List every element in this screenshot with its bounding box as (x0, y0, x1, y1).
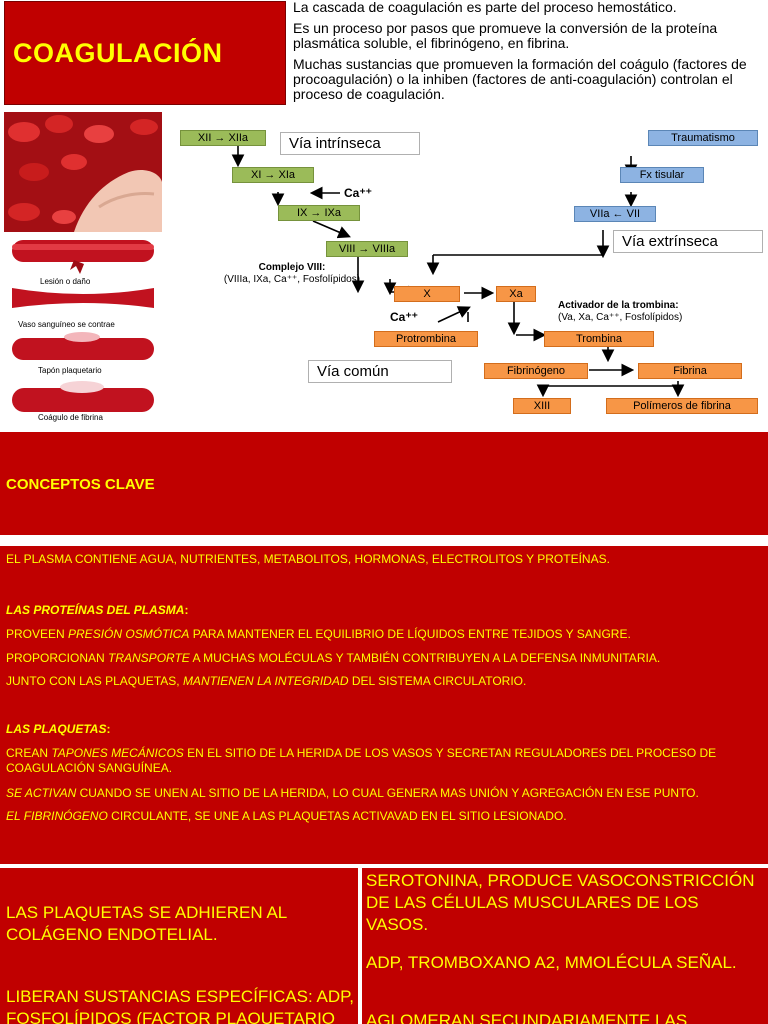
factor-vii-box: VIIa ← VII (574, 206, 656, 222)
plasma-intro-line: EL PLASMA CONTIENE AGUA, NUTRIENTES, MET… (6, 552, 610, 566)
fibrinogeno-box: Fibrinógeno (484, 363, 588, 379)
p3-a: JUNTO CON LAS PLAQUETAS, (6, 674, 183, 688)
serotonina-text: SEROTONINA, PRODUCE VASOCONSTRICCIÓN DE … (366, 871, 755, 934)
proteinas-point-2: PROPORCIONAN TRANSPORTE A MUCHAS MOLÉCUL… (6, 651, 762, 666)
activador-trombina-title: Activador de la trombina: (558, 300, 679, 311)
vessel-label: Tapón plaquetario (38, 366, 102, 375)
factor-ix-box: IX → IXa (278, 205, 360, 221)
p1-a: PROVEEN (6, 627, 69, 641)
aglomeran-text: AGLOMERAN SECUNDARIAMENTE LAS (366, 1011, 688, 1024)
factor-xii-box: XII → XIIa (180, 130, 266, 146)
plaquetas-title: LAS PLAQUETAS (6, 722, 107, 736)
plaquetas-point-3: EL FIBRINÓGENO CIRCULANTE, SE UNE A LAS … (6, 809, 762, 824)
vessel-lesion (12, 240, 154, 274)
title-box: COAGULACIÓN (4, 1, 286, 105)
factor-xiii-box: XIII (513, 398, 571, 414)
vessel-label: Lesión o daño (40, 277, 91, 286)
complejo-viii-title: Complejo VIII: (258, 262, 326, 273)
vessel-clot (12, 381, 154, 412)
intro-text: La cascada de coagulación es parte del p… (293, 0, 768, 108)
factor-xa-box: Xa (496, 286, 536, 302)
trauma-box: Traumatismo (648, 130, 758, 146)
intro-line: La cascada de coagulación es parte del p… (293, 0, 677, 15)
p2-b: TRANSPORTE (108, 651, 190, 665)
p2-c: A MUCHAS MOLÉCULAS Y TAMBIÉN CONTRIBUYEN… (189, 651, 661, 665)
extrinsic-pathway-label: Vía extrínseca (613, 230, 763, 253)
fibrina-box: Fibrina (638, 363, 742, 379)
page-title: COAGULACIÓN (13, 37, 223, 68)
complejo-viii-label: Complejo VIII: (VIIIa, IXa, Ca⁺⁺, Fosfol… (222, 262, 362, 286)
blood-cells-illustration (4, 112, 162, 232)
activador-trombina-body: (Va, Xa, Ca⁺⁺, Fosfolípidos) (558, 312, 683, 323)
factor-xi-box: XI → XIa (232, 167, 314, 183)
vessel-illustrations: Lesión o daño Vaso sanguíneo se contrae … (4, 236, 164, 426)
vessel-label: Coágulo de fibrina (38, 413, 103, 422)
factor-x-box: X (394, 286, 460, 302)
proteinas-heading: LAS PROTEÍNAS DEL PLASMA: (6, 603, 189, 617)
q2-b: CUANDO SE UNEN AL SITIO DE LA HERIDA, LO… (76, 786, 699, 800)
p3-b: MANTIENEN LA INTEGRIDAD (182, 674, 349, 688)
common-pathway-label: Vía común (308, 360, 452, 383)
blood-cells-photo (4, 112, 162, 232)
q1-b: TAPONES MECÁNICOS (51, 746, 184, 760)
bottom-left-panel: LAS PLAQUETAS SE ADHIEREN AL COLÁGENO EN… (0, 868, 358, 1024)
q2-a: SE ACTIVAN (6, 786, 77, 800)
q3-b: CIRCULANTE, SE UNE A LAS PLAQUETAS ACTIV… (107, 809, 567, 823)
plaquetas-heading: LAS PLAQUETAS: (6, 722, 111, 736)
p3-c: DEL SISTEMA CIRCULATORIO. (348, 674, 527, 688)
calcium-label: Ca⁺⁺ (344, 186, 373, 200)
activador-trombina-label: Activador de la trombina: (Va, Xa, Ca⁺⁺,… (558, 300, 768, 324)
plaquetas-point-1: CREAN TAPONES MECÁNICOS EN EL SITIO DE L… (6, 746, 746, 776)
vessel-contracts (12, 288, 154, 308)
conceptos-clave-title: CONCEPTOS CLAVE (6, 476, 155, 493)
trombina-box: Trombina (544, 331, 654, 347)
intro-line: Es un proceso por pasos que promueve la … (293, 20, 718, 51)
complejo-viii-body: (VIIIa, IXa, Ca⁺⁺, Fosfolípidos) (223, 274, 361, 285)
coagulation-cascade-diagram: XII → XIIa Vía intrínseca XI → XIa Ca⁺⁺ … (168, 112, 768, 430)
protrombina-box: Protrombina (374, 331, 478, 347)
adhesion-text: LAS PLAQUETAS SE ADHIEREN AL COLÁGENO EN… (6, 903, 287, 944)
plasma-info-band: EL PLASMA CONTIENE AGUA, NUTRIENTES, MET… (0, 546, 768, 864)
polimeros-fibrina-box: Polímeros de fibrina (606, 398, 758, 414)
proteinas-title: LAS PROTEÍNAS DEL PLASMA (6, 603, 185, 617)
intro-line: Muchas sustancias que promueven la forma… (293, 56, 747, 102)
q1-c: EN EL SITIO DE LA HERIDA DE LOS VASOS Y … (6, 746, 717, 775)
q3-a: EL FIBRINÓGENO (6, 809, 108, 823)
proteinas-point-3: JUNTO CON LAS PLAQUETAS, MANTIENEN LA IN… (6, 674, 762, 689)
bottom-right-panel: SEROTONINA, PRODUCE VASOCONSTRICCIÓN DE … (362, 868, 768, 1024)
adp-text: ADP, TROMBOXANO A2, MMOLÉCULA SEÑAL. (366, 953, 737, 972)
intrinsic-pathway-label: Vía intrínseca (280, 132, 420, 155)
p2-a: PROPORCIONAN (6, 651, 109, 665)
sustancias-text: LIBERAN SUSTANCIAS ESPECÍFICAS: ADP, FOS… (6, 987, 354, 1024)
plaquetas-point-2: SE ACTIVAN CUANDO SE UNEN AL SITIO DE LA… (6, 786, 762, 801)
factor-viii-box: VIII → VIIIa (326, 241, 408, 257)
conceptos-clave-band: CONCEPTOS CLAVE (0, 432, 768, 535)
calcium-label-2: Ca⁺⁺ (390, 310, 419, 324)
vessel-label: Vaso sanguíneo se contrae (18, 320, 115, 329)
p1-b: PRESIÓN OSMÓTICA (68, 627, 190, 641)
vessel-plug (12, 332, 154, 360)
q1-a: CREAN (6, 746, 52, 760)
proteinas-point-1: PROVEEN PRESIÓN OSMÓTICA PARA MANTENER E… (6, 627, 762, 642)
tissue-factor-box: Fx tisular (620, 167, 704, 183)
p1-c: PARA MANTENER EL EQUILIBRIO DE LÍQUIDOS … (189, 627, 631, 641)
